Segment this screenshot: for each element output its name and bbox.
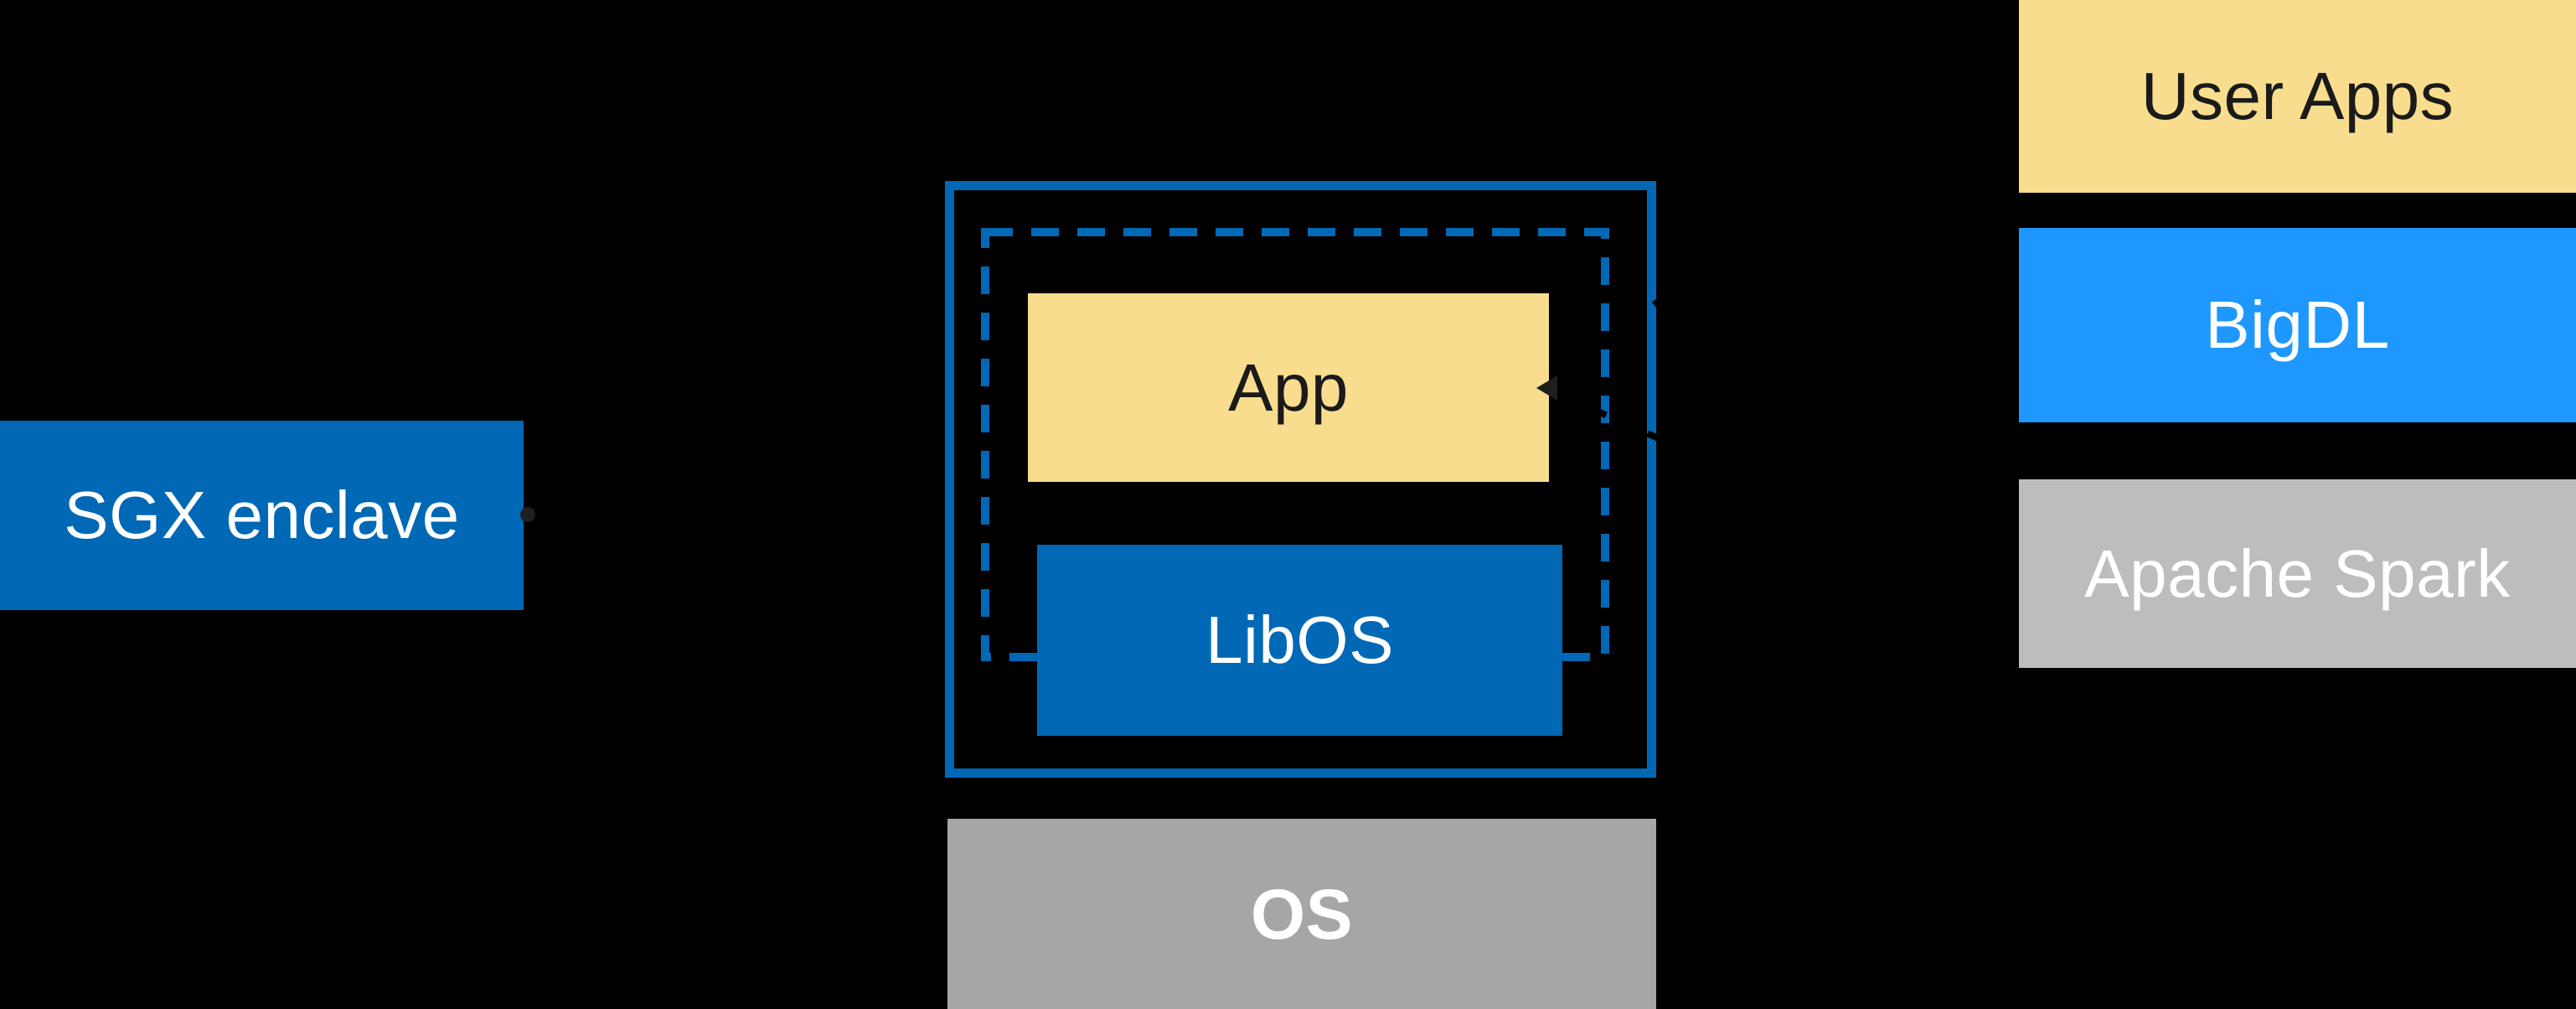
app-expansion-line-bottom: [1552, 389, 2021, 601]
sgx-connector-endpoint-dot: [520, 507, 535, 522]
sgx-enclave-box: SGX enclave: [0, 421, 524, 610]
user-apps-label: User Apps: [2140, 59, 2455, 133]
os-label: OS: [1250, 874, 1354, 954]
bigdl-box: BigDL: [2019, 228, 2576, 422]
sgx-enclave-label: SGX enclave: [64, 478, 460, 552]
libos-box: LibOS: [1037, 545, 1562, 736]
app-box: App: [1028, 293, 1549, 482]
os-box: OS: [947, 819, 1656, 1009]
apache-spark-box: Apache Spark: [2019, 479, 2576, 668]
user-apps-box: User Apps: [2019, 0, 2576, 193]
enclave-outer-frame: [945, 181, 1656, 778]
app-label: App: [1228, 349, 1349, 425]
app-connector-arrowhead-icon: [1536, 375, 1557, 401]
apache-spark-label: Apache Spark: [2084, 536, 2511, 611]
libos-label: LibOS: [1205, 603, 1394, 677]
app-expansion-line-top: [1551, 13, 2021, 387]
bigdl-label: BigDL: [2205, 287, 2390, 362]
